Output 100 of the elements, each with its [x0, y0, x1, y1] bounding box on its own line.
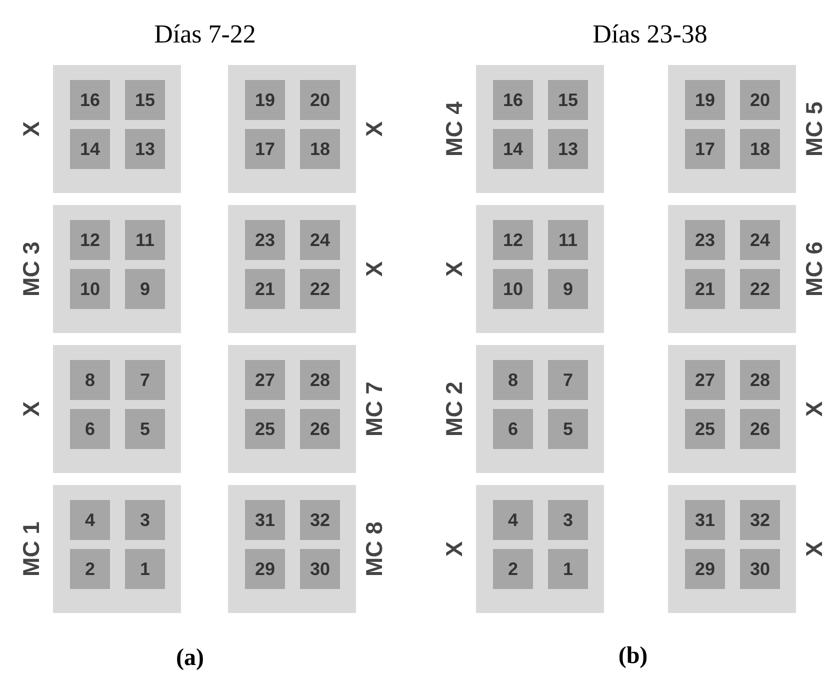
plant-number: 25 [685, 409, 725, 449]
plant-number: 15 [548, 80, 588, 120]
plant-number: 24 [740, 220, 780, 260]
plant-number: 4 [70, 500, 110, 540]
plant-number: 29 [245, 549, 285, 589]
plot-box [228, 485, 356, 613]
panel-label: (a) [176, 644, 204, 673]
plant-number: 27 [245, 360, 285, 400]
plant-number: 26 [300, 409, 340, 449]
plant-number: 13 [548, 129, 588, 169]
plant-number: 18 [740, 129, 780, 169]
plant-number: 30 [740, 549, 780, 589]
plot-box [476, 65, 604, 193]
plant-number: 16 [70, 80, 110, 120]
plant-number: 19 [685, 80, 725, 120]
side-label: MC 8 [360, 522, 388, 576]
plant-number: 6 [493, 409, 533, 449]
plant-number: 28 [300, 360, 340, 400]
panel-title: Días 7-22 [154, 18, 256, 50]
plot-box [668, 65, 796, 193]
plant-number: 8 [70, 360, 110, 400]
plant-number: 24 [300, 220, 340, 260]
plant-number: 15 [125, 80, 165, 120]
plant-number: 31 [685, 500, 725, 540]
plant-number: 20 [740, 80, 780, 120]
plant-number: 13 [125, 129, 165, 169]
plant-number: 23 [245, 220, 285, 260]
plant-number: 1 [125, 549, 165, 589]
plot-box [53, 205, 181, 333]
plant-number: 12 [493, 220, 533, 260]
plot-box [53, 345, 181, 473]
plant-number: 22 [300, 269, 340, 309]
side-label: X [440, 261, 468, 277]
plot-box [228, 345, 356, 473]
plant-number: 20 [300, 80, 340, 120]
plant-number: 5 [548, 409, 588, 449]
side-label: MC 1 [16, 522, 45, 576]
plant-number: 17 [685, 129, 725, 169]
plant-number: 9 [125, 269, 165, 309]
plant-number: 31 [245, 500, 285, 540]
plot-box [476, 345, 604, 473]
plant-number: 2 [70, 549, 110, 589]
plant-number: 11 [548, 220, 588, 260]
side-label: X [800, 541, 827, 557]
plant-number: 4 [493, 500, 533, 540]
plot-box [228, 205, 356, 333]
plot-box [476, 205, 604, 333]
plant-number: 11 [125, 220, 165, 260]
plot-box [476, 485, 604, 613]
plant-number: 18 [300, 129, 340, 169]
plant-number: 22 [740, 269, 780, 309]
plant-number: 3 [548, 500, 588, 540]
side-label: X [440, 541, 468, 557]
plant-number: 23 [685, 220, 725, 260]
plant-number: 28 [740, 360, 780, 400]
side-label: X [360, 121, 388, 137]
plot-box [668, 485, 796, 613]
plant-number: 9 [548, 269, 588, 309]
side-label: X [800, 401, 827, 417]
plant-number: 5 [125, 409, 165, 449]
side-label: X [360, 261, 388, 277]
side-label: MC 7 [360, 382, 388, 436]
plant-number: 6 [70, 409, 110, 449]
plant-number: 27 [685, 360, 725, 400]
side-label: MC 4 [440, 102, 468, 156]
plant-number: 29 [685, 549, 725, 589]
side-label: X [16, 121, 45, 137]
side-label: MC 5 [800, 102, 827, 156]
plot-box [53, 65, 181, 193]
plot-box [53, 485, 181, 613]
plant-number: 14 [70, 129, 110, 169]
plant-number: 26 [740, 409, 780, 449]
plot-box [668, 205, 796, 333]
plant-number: 2 [493, 549, 533, 589]
panel-title: Días 23-38 [592, 18, 708, 50]
plot-box [228, 65, 356, 193]
plant-number: 16 [493, 80, 533, 120]
plant-number: 10 [70, 269, 110, 309]
plant-number: 10 [493, 269, 533, 309]
plant-number: 25 [245, 409, 285, 449]
plant-number: 21 [245, 269, 285, 309]
plant-number: 30 [300, 549, 340, 589]
plant-number: 12 [70, 220, 110, 260]
plant-number: 8 [493, 360, 533, 400]
plant-number: 21 [685, 269, 725, 309]
plant-number: 32 [740, 500, 780, 540]
plant-number: 7 [548, 360, 588, 400]
plant-number: 32 [300, 500, 340, 540]
side-label: MC 6 [800, 242, 827, 296]
plant-number: 19 [245, 80, 285, 120]
plant-number: 3 [125, 500, 165, 540]
side-label: MC 2 [440, 382, 468, 436]
plant-number: 1 [548, 549, 588, 589]
panel-label: (b) [618, 642, 648, 671]
side-label: MC 3 [16, 242, 45, 296]
plot-box [668, 345, 796, 473]
plant-number: 7 [125, 360, 165, 400]
plant-number: 17 [245, 129, 285, 169]
side-label: X [16, 401, 45, 417]
plant-number: 14 [493, 129, 533, 169]
